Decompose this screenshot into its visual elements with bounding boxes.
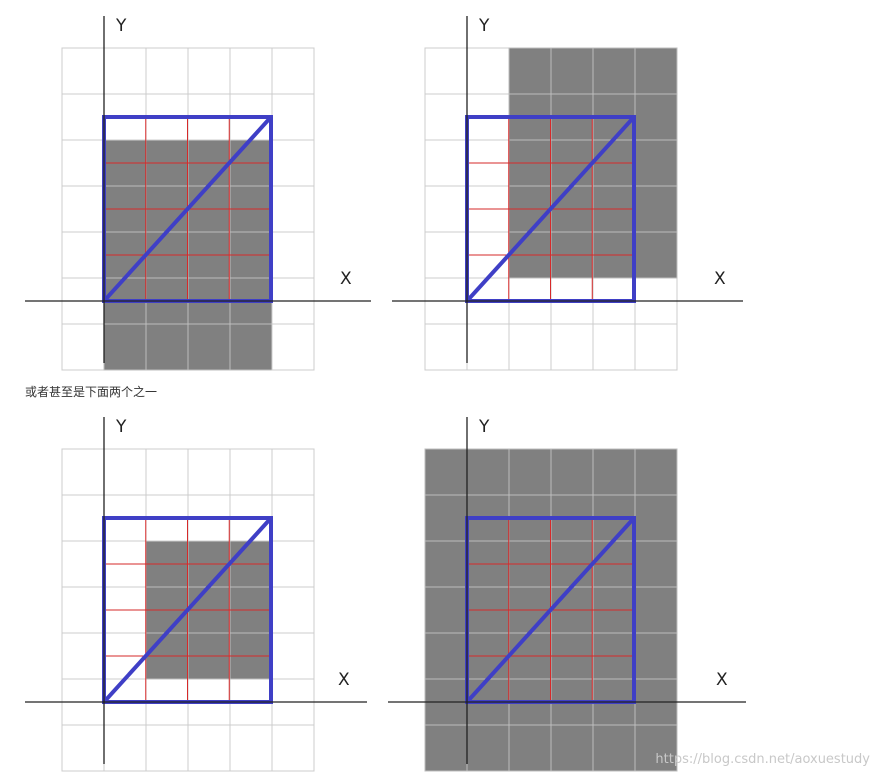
y-axis-label: Y <box>478 16 490 36</box>
pixel-empty <box>271 540 315 588</box>
raster-diagram-top-left: X Y <box>25 16 371 371</box>
pixel-filled <box>634 540 678 588</box>
pixel-empty <box>424 93 468 141</box>
pixel-empty <box>61 139 105 187</box>
pixel-empty <box>466 323 510 371</box>
pixel-filled <box>508 448 552 496</box>
pixel-filled <box>508 47 552 95</box>
pixel-filled <box>592 724 636 772</box>
pixel-empty <box>271 494 315 542</box>
raster-diagram-top-right: X Y <box>392 16 743 371</box>
pixel-empty <box>145 47 189 95</box>
pixel-empty <box>424 231 468 279</box>
pixel-filled <box>229 323 273 371</box>
raster-diagram-bottom-left: X Y <box>25 417 367 772</box>
blue-diagonal-line <box>102 516 273 704</box>
pixel-empty <box>187 724 231 772</box>
blue-diagonal-line <box>465 115 636 303</box>
pixel-empty <box>271 586 315 634</box>
pixel-filled <box>634 93 678 141</box>
pixel-filled <box>634 47 678 95</box>
pixel-filled <box>466 724 510 772</box>
panel-top-left: X Y <box>0 0 400 371</box>
pixel-filled <box>424 494 468 542</box>
watermark-url: https://blog.csdn.net/aoxuestudy <box>655 752 870 767</box>
pixel-filled <box>592 47 636 95</box>
pixel-filled <box>424 540 468 588</box>
pixel-empty <box>466 47 510 95</box>
pixel-empty <box>145 448 189 496</box>
pixel-empty <box>229 47 273 95</box>
pixel-empty <box>61 632 105 680</box>
y-axis-label: Y <box>115 417 127 437</box>
pixel-empty <box>103 448 147 496</box>
pixel-empty <box>61 494 105 542</box>
pixel-filled <box>550 47 594 95</box>
y-axis-label: Y <box>115 16 127 36</box>
pixel-filled <box>424 586 468 634</box>
pixel-filled <box>424 724 468 772</box>
pixel-filled <box>550 724 594 772</box>
pixel-empty <box>229 448 273 496</box>
panel-top-right: X Y <box>0 0 880 371</box>
pixel-filled <box>634 724 678 772</box>
pixel-empty <box>61 586 105 634</box>
panel-bottom-left: X Y <box>0 0 400 777</box>
x-axis-label: X <box>714 269 726 289</box>
pixel-empty <box>550 323 594 371</box>
pixel-empty <box>61 724 105 772</box>
x-axis-label: X <box>716 670 728 690</box>
pixel-filled <box>592 448 636 496</box>
x-axis-label: X <box>338 670 350 690</box>
pixel-filled <box>634 448 678 496</box>
y-axis-label: Y <box>478 417 490 437</box>
pixel-empty <box>271 323 315 371</box>
pixel-empty <box>103 47 147 95</box>
pixel-filled <box>634 494 678 542</box>
caption-text: 或者甚至是下面两个之一 <box>25 385 158 399</box>
blue-diagonal-line <box>102 115 273 303</box>
pixel-filled <box>466 448 510 496</box>
blue-diagonal-line <box>465 516 636 704</box>
x-axis-label: X <box>340 269 352 289</box>
pixel-empty <box>61 93 105 141</box>
pixel-empty <box>271 448 315 496</box>
pixel-empty <box>187 47 231 95</box>
pixel-empty <box>424 47 468 95</box>
pixel-filled <box>550 448 594 496</box>
pixel-empty <box>271 47 315 95</box>
pixel-filled <box>508 724 552 772</box>
pixel-filled <box>634 632 678 680</box>
pixel-empty <box>271 93 315 141</box>
pixel-empty <box>592 323 636 371</box>
pixel-filled <box>634 231 678 279</box>
pixel-empty <box>61 323 105 371</box>
pixel-filled <box>634 586 678 634</box>
pixel-empty <box>271 231 315 279</box>
pixel-filled <box>424 632 468 680</box>
pixel-filled <box>424 448 468 496</box>
pixel-empty <box>61 47 105 95</box>
